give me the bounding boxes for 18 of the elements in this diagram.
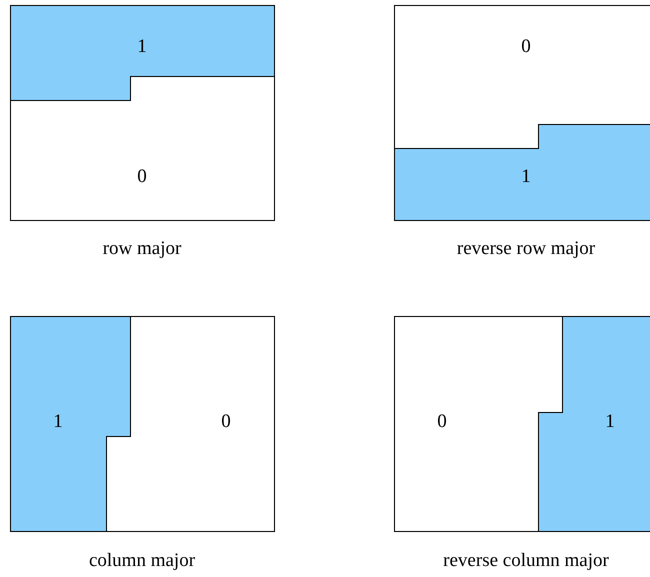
region-label: 1 xyxy=(521,166,531,188)
panel-caption: column major xyxy=(88,550,196,572)
region xyxy=(106,316,274,531)
region xyxy=(10,5,274,100)
region-label: 0 xyxy=(221,411,231,433)
region-label: 1 xyxy=(137,36,147,58)
panel-caption: reverse column major xyxy=(443,550,609,572)
region xyxy=(10,316,130,531)
region-label: 0 xyxy=(437,411,447,433)
region-label: 0 xyxy=(521,36,531,58)
region xyxy=(394,124,650,220)
region xyxy=(10,76,274,220)
region xyxy=(538,316,650,531)
panel-caption: reverse row major xyxy=(456,238,596,260)
region-label: 1 xyxy=(605,411,615,433)
panel-caption: row major xyxy=(102,238,182,260)
region-label: 0 xyxy=(137,166,147,188)
region-label: 1 xyxy=(53,411,63,433)
